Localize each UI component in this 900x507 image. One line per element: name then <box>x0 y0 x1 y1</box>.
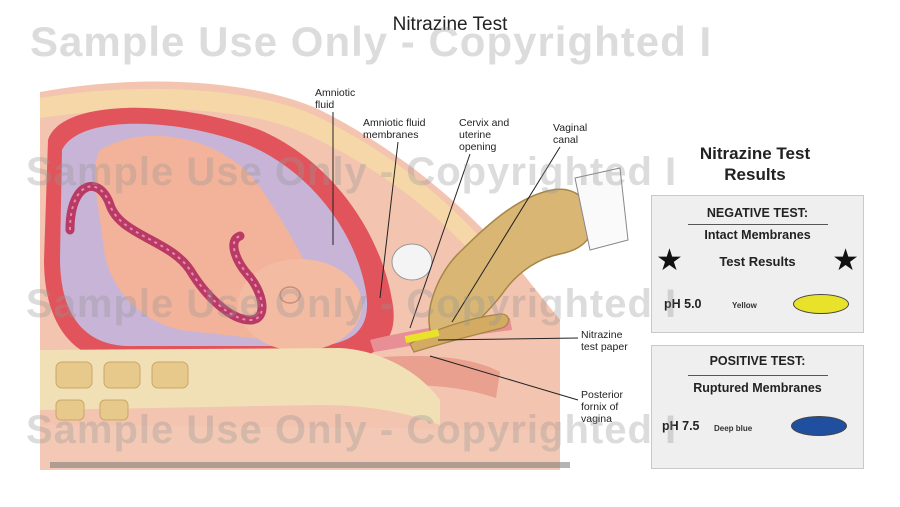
yellow-swatch <box>793 294 849 314</box>
results-title-line: Results <box>724 165 786 184</box>
label-line: membranes <box>363 129 418 141</box>
finger <box>409 313 510 353</box>
vertebrae <box>55 361 189 421</box>
label-line: Posterior <box>581 389 624 401</box>
lower-body <box>40 425 560 470</box>
fetus-ear <box>279 286 301 304</box>
divider <box>688 375 828 376</box>
floor-shadow <box>50 462 570 468</box>
label-line: Cervix and <box>459 117 509 129</box>
label-line: Amniotic <box>315 87 355 99</box>
negative-color-name: Yellow <box>732 301 757 310</box>
label-line: vagina <box>581 413 612 425</box>
results-title-line: Nitrazine Test <box>699 144 811 163</box>
negative-ph-value: pH 5.0 <box>664 297 702 311</box>
results-title: Nitrazine Test Results <box>650 143 860 185</box>
label-cervix: Cervix and uterine opening <box>409 117 509 329</box>
label-membranes: Amniotic fluid membranes <box>363 117 426 299</box>
deep-blue-swatch <box>791 416 847 436</box>
umbilical-cord-highlight <box>69 185 264 322</box>
negative-test-box: NEGATIVE TEST: Intact Membranes ★ Test R… <box>651 195 864 333</box>
label-line: Amniotic fluid <box>363 117 426 129</box>
label-line: opening <box>459 141 497 153</box>
label-amniotic-fluid: Amniotic fluid <box>315 87 355 245</box>
positive-test-box: POSITIVE TEST: Ruptured Membranes pH 7.5… <box>651 345 864 469</box>
label-line: test paper <box>581 341 628 353</box>
negative-test-heading: NEGATIVE TEST: <box>706 206 809 220</box>
test-results-label: Test Results <box>719 254 796 269</box>
star-icon: ★ <box>656 244 683 277</box>
nitrazine-paper <box>404 329 440 344</box>
label-vaginal-canal: Vaginal canal <box>451 122 587 323</box>
intact-membranes-label: Intact Membranes <box>704 228 811 242</box>
ruptured-membranes-label: Ruptured Membranes <box>693 381 822 395</box>
positive-color-name: Deep blue <box>714 424 753 433</box>
positive-test-heading: POSITIVE TEST: <box>709 354 806 368</box>
divider <box>688 224 828 225</box>
label-test-paper: Nitrazine test paper <box>437 329 628 353</box>
star-icon: ★ <box>832 244 859 277</box>
label-posterior-fornix: Posterior fornix of vagina <box>429 355 624 425</box>
fat-layer <box>40 88 500 268</box>
diagram-title: Nitrazine Test <box>392 14 508 35</box>
bladder <box>391 243 433 281</box>
label-line: uterine <box>459 129 491 141</box>
label-line: canal <box>553 134 578 146</box>
label-line: Nitrazine <box>581 329 623 341</box>
fetus-head <box>238 259 362 351</box>
sleeve <box>574 167 629 251</box>
positive-ph-value: pH 7.5 <box>662 419 700 433</box>
label-line: fornix of <box>581 401 618 413</box>
label-line: fluid <box>315 99 334 111</box>
label-line: Vaginal <box>553 122 587 134</box>
